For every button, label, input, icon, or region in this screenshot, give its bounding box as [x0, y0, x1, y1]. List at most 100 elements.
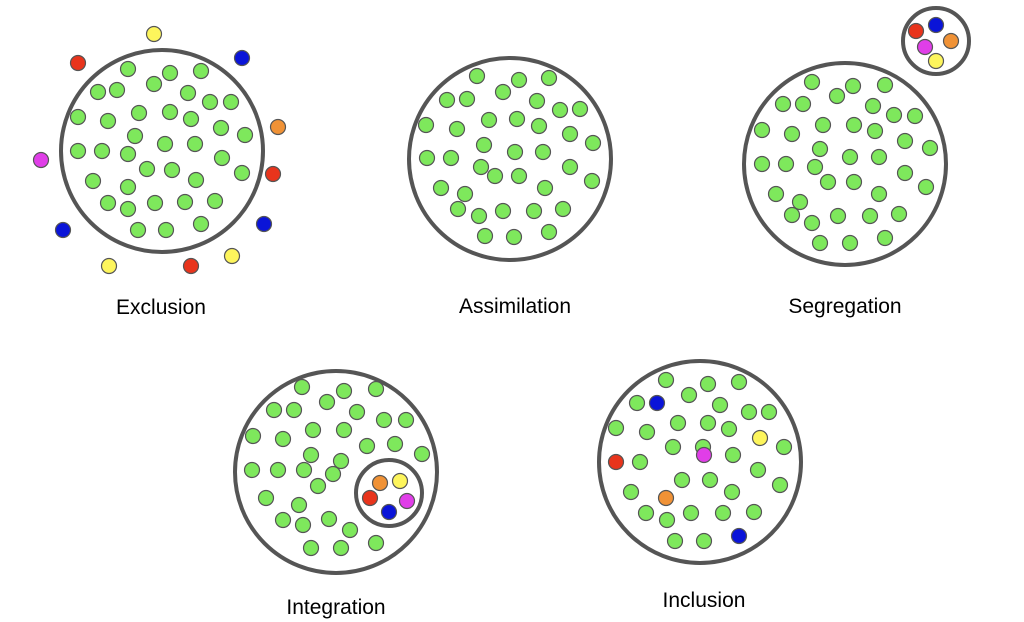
majority-dot [896, 132, 914, 150]
majority-dot [126, 127, 144, 145]
minority-dot [371, 474, 389, 492]
majority-dot [476, 227, 494, 245]
minority-dot [751, 429, 769, 447]
majority-dot [666, 532, 684, 550]
majority-dot [119, 178, 137, 196]
majority-dot [335, 421, 353, 439]
majority-dot [711, 396, 729, 414]
majority-dot [607, 419, 625, 437]
majority-dot [397, 411, 415, 429]
minority-dot [695, 446, 713, 464]
minority-dot [32, 151, 50, 169]
majority-dot [161, 103, 179, 121]
majority-dot [99, 112, 117, 130]
majority-dot [494, 202, 512, 220]
majority-dot [417, 116, 435, 134]
minority-dot [361, 489, 379, 507]
majority-dot [222, 93, 240, 111]
group-boundary [742, 61, 948, 267]
majority-dot [472, 158, 490, 176]
majority-dot [494, 83, 512, 101]
majority-dot [506, 143, 524, 161]
majority-dot [69, 142, 87, 160]
majority-dot [257, 489, 275, 507]
majority-dot [176, 193, 194, 211]
majority-dot [179, 84, 197, 102]
majority-dot [212, 119, 230, 137]
majority-dot [783, 125, 801, 143]
minority-dot [916, 38, 934, 56]
majority-dot [845, 116, 863, 134]
majority-dot [583, 172, 601, 190]
majority-dot [295, 461, 313, 479]
majority-dot [213, 149, 231, 167]
majority-dot [324, 465, 342, 483]
majority-dot [182, 110, 200, 128]
majority-dot [695, 532, 713, 550]
majority-dot [680, 386, 698, 404]
majority-dot [206, 192, 224, 210]
majority-dot [870, 148, 888, 166]
majority-dot [699, 375, 717, 393]
majority-dot [791, 193, 809, 211]
majority-dot [921, 139, 939, 157]
majority-dot [438, 91, 456, 109]
majority-dot [844, 77, 862, 95]
majority-dot [561, 158, 579, 176]
majority-dot [906, 107, 924, 125]
majority-dot [885, 106, 903, 124]
majority-dot [866, 122, 884, 140]
majority-dot [192, 62, 210, 80]
majority-dot [753, 155, 771, 173]
majority-dot [335, 382, 353, 400]
majority-dot [108, 81, 126, 99]
majority-dot [584, 134, 602, 152]
majority-dot [163, 161, 181, 179]
majority-dot [870, 185, 888, 203]
majority-dot [505, 228, 523, 246]
majority-dot [156, 135, 174, 153]
majority-dot [192, 215, 210, 233]
group-boundary [597, 359, 803, 565]
majority-dot [358, 437, 376, 455]
majority-dot [274, 511, 292, 529]
majority-dot [745, 503, 763, 521]
majority-dot [811, 140, 829, 158]
majority-dot [129, 221, 147, 239]
majority-dot [767, 185, 785, 203]
majority-dot [486, 167, 504, 185]
majority-dot [536, 179, 554, 197]
majority-dot [658, 511, 676, 529]
minority-dot [182, 257, 200, 275]
majority-dot [84, 172, 102, 190]
majority-dot [638, 423, 656, 441]
group-boundary [59, 48, 265, 254]
majority-dot [571, 100, 589, 118]
majority-dot [631, 453, 649, 471]
integration-label: Integration [286, 596, 386, 619]
minority-dot [269, 118, 287, 136]
majority-dot [841, 148, 859, 166]
assimilation-panel [407, 56, 613, 262]
majority-dot [309, 477, 327, 495]
majority-dot [99, 194, 117, 212]
minority-dot [264, 165, 282, 183]
segregation-label: Segregation [788, 295, 902, 318]
majority-dot [119, 145, 137, 163]
majority-dot [470, 207, 488, 225]
majority-dot [540, 69, 558, 87]
majority-dot [657, 371, 675, 389]
inclusion-label: Inclusion [662, 589, 746, 612]
majority-dot [777, 155, 795, 173]
majority-dot [302, 539, 320, 557]
majority-dot [320, 510, 338, 528]
majority-dot [318, 393, 336, 411]
majority-dot [561, 125, 579, 143]
majority-dot [442, 149, 460, 167]
majority-dot [157, 221, 175, 239]
majority-dot [285, 401, 303, 419]
majority-dot [386, 435, 404, 453]
majority-dot [201, 93, 219, 111]
majority-dot [130, 104, 148, 122]
majority-dot [449, 200, 467, 218]
